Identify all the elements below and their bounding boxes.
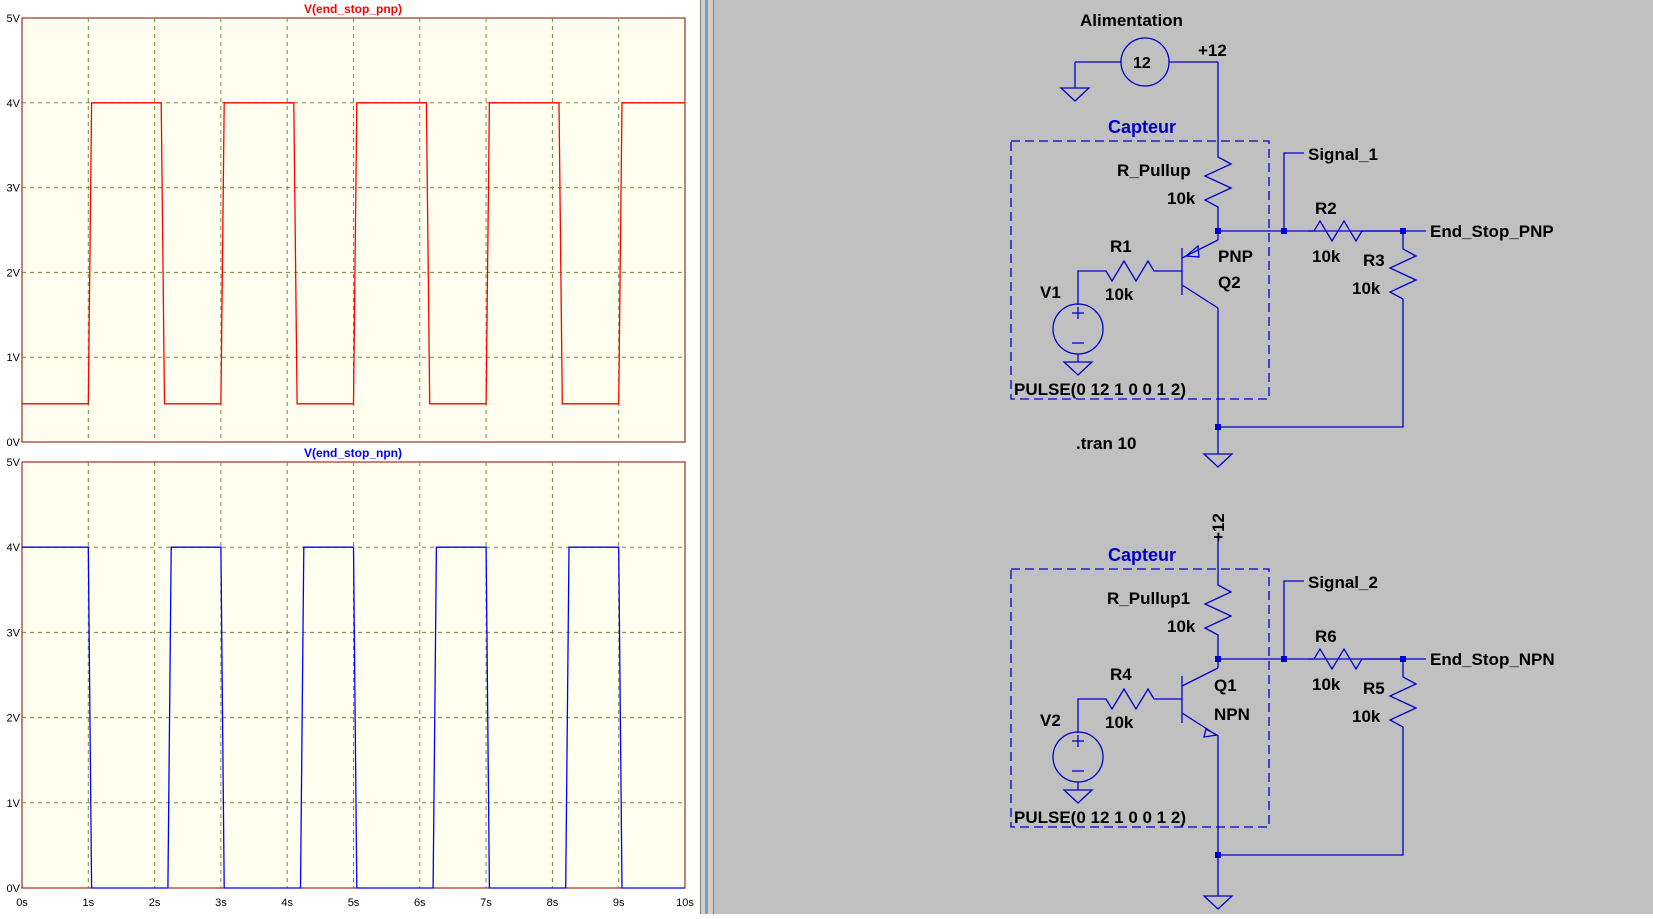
x-tick-label: 10s (676, 897, 694, 909)
bottom-transistor-type[interactable]: NPN (1214, 705, 1250, 724)
bottom-output-net[interactable]: End_Stop_NPN (1430, 650, 1555, 669)
waveform-svg: 0V 1V 2V 3V 4V 5V V(end_stop_pnp) 0V 1V 2V 3V 4V 5… (0, 0, 700, 909)
top-transistor-name[interactable]: Q2 (1218, 273, 1241, 292)
top-r2-resistor[interactable] (1308, 219, 1403, 243)
top-trace-label[interactable]: V(end_stop_pnp) (304, 2, 402, 16)
y-tick-label: 1V (7, 352, 21, 364)
bottom-plot[interactable]: 0V 1V 2V 3V 4V 5V 0s 1s 2s 3s 4s 5s 6s 7s 8s 9s 10s V(e… (7, 446, 695, 909)
y-tick-label: 5V (7, 13, 21, 25)
bottom-x-ticks: 0s 1s 2s 3s 4s 5s 6s 7s 8s 9s 10s (16, 897, 694, 909)
supply-value[interactable]: 12 (1133, 55, 1151, 72)
top-r1-resistor[interactable] (1077, 259, 1182, 305)
bottom-pullup-value[interactable]: 10k (1167, 617, 1196, 636)
supply-source-symbol[interactable] (1074, 37, 1218, 88)
top-r2-name[interactable]: R2 (1315, 199, 1337, 218)
top-transistor-type[interactable]: PNP (1218, 247, 1253, 266)
bottom-signal-wire (1283, 580, 1304, 659)
top-r3-name[interactable]: R3 (1363, 251, 1385, 270)
top-pullup-resistor[interactable] (1203, 150, 1233, 231)
ground-icon (1202, 453, 1234, 468)
bottom-r4-name[interactable]: R4 (1110, 665, 1132, 684)
schematic-editor[interactable]: Alimentation 12 +12 Capteur R_Pullup 10k… (714, 0, 1653, 914)
schematic-svg: Alimentation 12 +12 Capteur R_Pullup 10k… (1010, 11, 1555, 910)
bottom-transistor-name[interactable]: Q1 (1214, 676, 1237, 695)
bottom-capteur-label[interactable]: Capteur (1108, 545, 1176, 565)
top-signal-wire (1283, 152, 1304, 231)
top-v1-name[interactable]: V1 (1040, 283, 1061, 302)
y-tick-label: 1V (7, 798, 21, 810)
ground-icon (1202, 895, 1234, 910)
bottom-pullup-resistor[interactable] (1203, 578, 1233, 659)
top-y-ticks: 0V 1V 2V 3V 4V 5V (7, 13, 21, 449)
top-v1-source[interactable] (1052, 303, 1104, 362)
top-capteur-label[interactable]: Capteur (1108, 117, 1176, 137)
top-capteur-box[interactable] (1010, 140, 1270, 400)
y-tick-label: 0V (7, 883, 21, 895)
bottom-r5-value[interactable]: 10k (1352, 707, 1381, 726)
ground-icon (1062, 361, 1094, 376)
bottom-capteur-box[interactable] (1010, 568, 1270, 828)
supply-title[interactable]: Alimentation (1080, 11, 1183, 30)
x-tick-label: 5s (348, 897, 360, 909)
top-plot[interactable]: 0V 1V 2V 3V 4V 5V V(end_stop_pnp) (0, 0, 700, 452)
top-pnp-transistor[interactable] (1181, 231, 1219, 440)
tran-directive[interactable]: .tran 10 (1076, 434, 1136, 453)
x-tick-label: 9s (613, 897, 625, 909)
y-tick-label: 4V (7, 98, 21, 110)
y-tick-label: 2V (7, 267, 21, 279)
bottom-v2-name[interactable]: V2 (1040, 711, 1061, 730)
bottom-supply-net-label[interactable]: +12 (1209, 513, 1228, 542)
y-tick-label: 2V (7, 713, 21, 725)
bottom-y-ticks: 0V 1V 2V 3V 4V 5V (7, 457, 21, 895)
bottom-r6-name[interactable]: R6 (1315, 627, 1337, 646)
x-tick-label: 4s (281, 897, 293, 909)
bottom-r5-name[interactable]: R5 (1363, 679, 1385, 698)
top-output-net[interactable]: End_Stop_PNP (1430, 222, 1554, 241)
bottom-v2-source[interactable] (1052, 731, 1104, 790)
junction-dots (1215, 228, 1406, 858)
x-tick-label: 3s (215, 897, 227, 909)
y-tick-label: 3V (7, 627, 21, 639)
y-tick-label: 5V (7, 457, 21, 469)
bottom-pulse[interactable]: PULSE(0 12 1 0 0 1 2) (1014, 808, 1186, 827)
x-tick-label: 2s (149, 897, 161, 909)
top-pulse[interactable]: PULSE(0 12 1 0 0 1 2) (1014, 380, 1186, 399)
top-r1-name[interactable]: R1 (1110, 237, 1132, 256)
top-pullup-value[interactable]: 10k (1167, 189, 1196, 208)
ground-icon (1062, 789, 1094, 804)
bottom-pullup-name[interactable]: R_Pullup1 (1107, 589, 1190, 608)
x-tick-label: 0s (16, 897, 28, 909)
bottom-signal-net[interactable]: Signal_2 (1308, 573, 1378, 592)
trace-end-stop-npn[interactable] (22, 546, 685, 889)
supply-net-label[interactable]: +12 (1198, 41, 1227, 60)
bottom-npn-transistor[interactable] (1181, 659, 1219, 868)
ground-icon (1059, 87, 1091, 102)
waveform-viewer[interactable]: 0V 1V 2V 3V 4V 5V V(end_stop_pnp) 0V 1V 2V 3V 4V 5… (0, 0, 700, 914)
x-tick-label: 6s (414, 897, 426, 909)
y-tick-label: 0V (7, 437, 21, 449)
bottom-r6-value[interactable]: 10k (1312, 675, 1341, 694)
bottom-r4-resistor[interactable] (1077, 687, 1182, 733)
trace-end-stop-pnp[interactable] (22, 102, 685, 405)
bottom-r6-resistor[interactable] (1308, 647, 1403, 671)
x-tick-label: 7s (480, 897, 492, 909)
y-tick-label: 3V (7, 183, 21, 195)
bottom-r4-value[interactable]: 10k (1105, 713, 1134, 732)
x-tick-label: 1s (82, 897, 94, 909)
x-tick-label: 8s (547, 897, 559, 909)
top-signal-net[interactable]: Signal_1 (1308, 145, 1378, 164)
bottom-r5-resistor[interactable] (1218, 659, 1418, 856)
top-r1-value[interactable]: 10k (1105, 285, 1134, 304)
y-tick-label: 4V (7, 542, 21, 554)
top-pullup-name[interactable]: R_Pullup (1117, 161, 1191, 180)
bottom-trace-label[interactable]: V(end_stop_npn) (304, 446, 402, 460)
top-r3-resistor[interactable] (1218, 231, 1418, 428)
pane-splitter[interactable] (700, 0, 714, 914)
top-r3-value[interactable]: 10k (1352, 279, 1381, 298)
top-r2-value[interactable]: 10k (1312, 247, 1341, 266)
